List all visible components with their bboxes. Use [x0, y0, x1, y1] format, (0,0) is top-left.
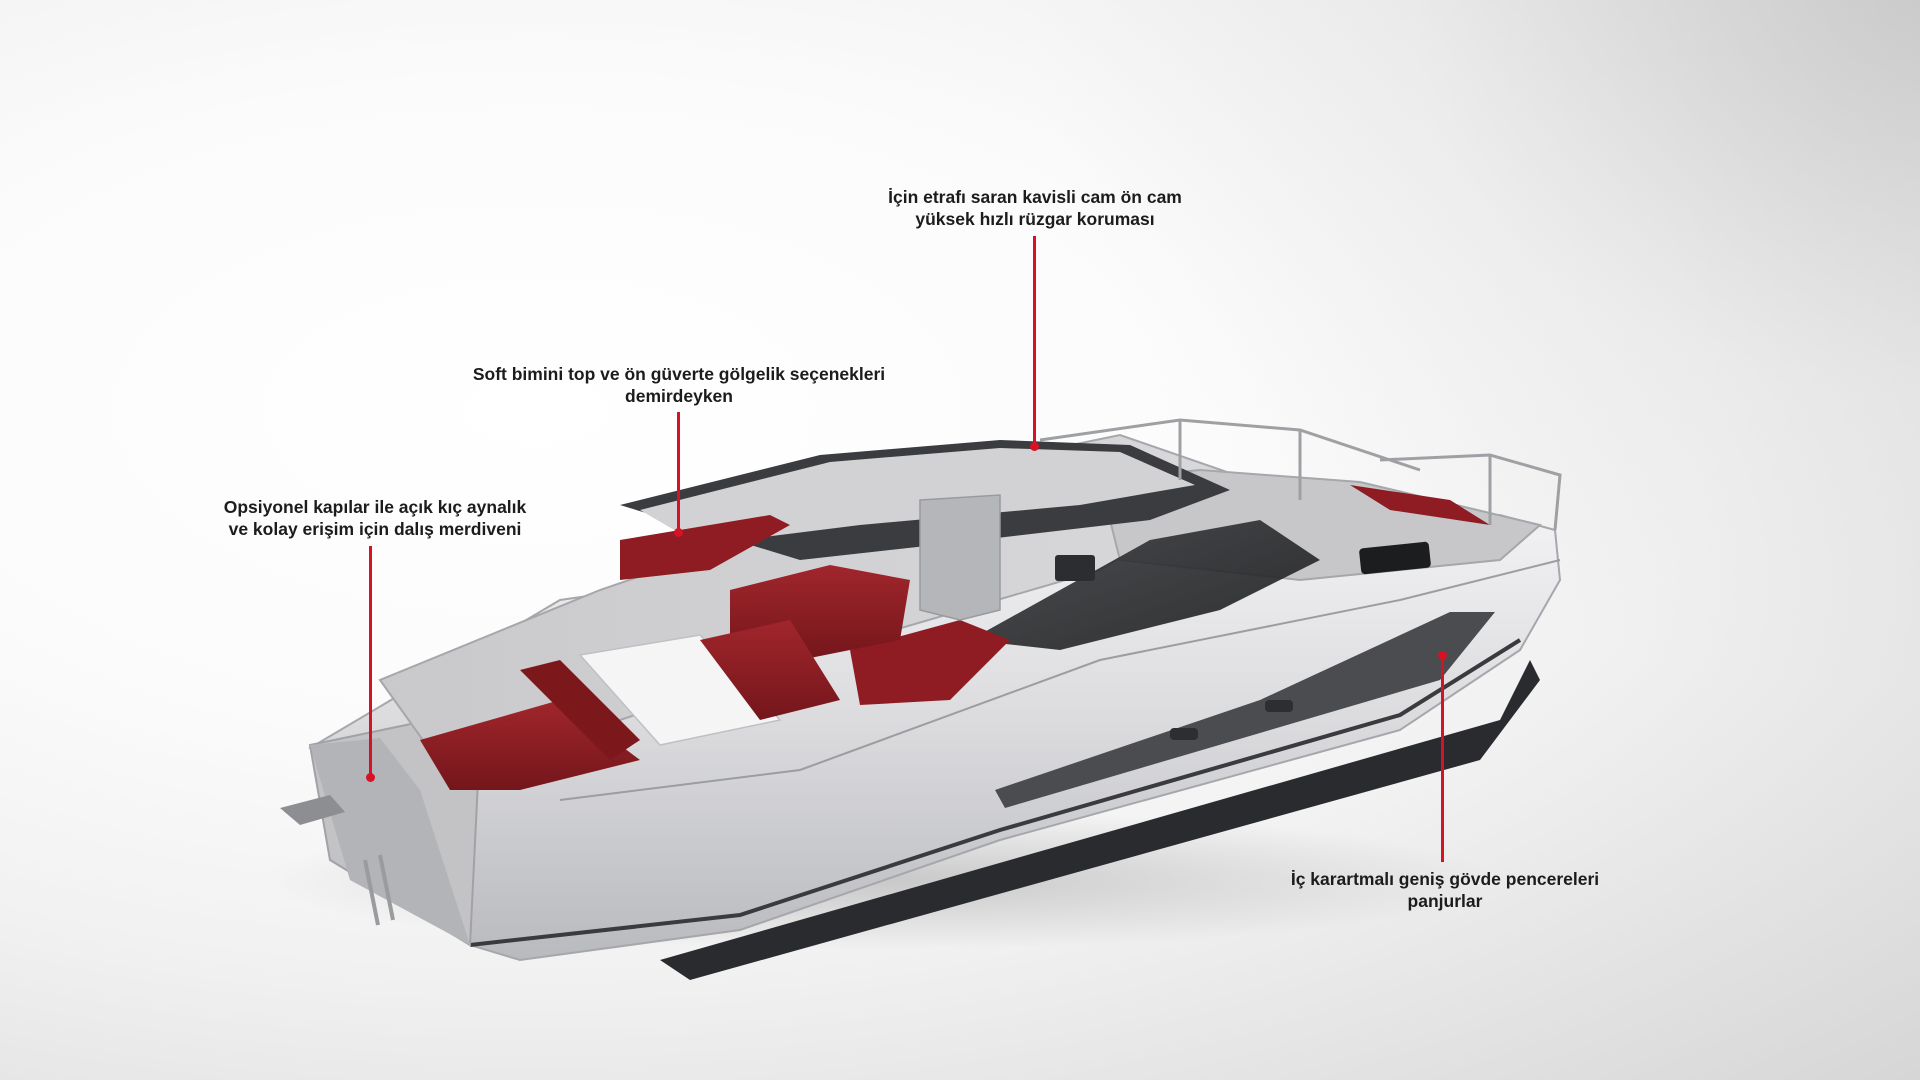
- callout-bimini-line: [677, 412, 680, 534]
- callout-hull-windows-line1: İç karartmalı geniş gövde pencereleri: [1290, 869, 1600, 889]
- helm-display: [1055, 555, 1095, 581]
- callout-transom-line1: Opsiyonel kapılar ile açık kıç aynalık: [223, 497, 527, 517]
- bow-rail-2: [1379, 453, 1562, 531]
- bow-rail-1: [1039, 418, 1421, 472]
- callout-windshield-line2: yüksek hızlı rüzgar koruması: [915, 209, 1155, 229]
- cockpit-table: [578, 634, 782, 746]
- dive-ladder-rail-1: [363, 859, 380, 926]
- helm-console: [919, 494, 1001, 621]
- callout-hull-windows-line: [1441, 657, 1444, 862]
- dive-ladder-rail-2: [378, 854, 395, 921]
- callout-windshield: İçin etrafı saran kavisli cam ön cam yük…: [835, 186, 1235, 230]
- callout-transom: Opsiyonel kapılar ile açık kıç aynalık v…: [200, 496, 550, 540]
- side-seat: [700, 620, 840, 720]
- callout-bimini: Soft bimini top ve ön güverte gölgelik s…: [449, 363, 909, 407]
- bow-cushion: [1350, 485, 1490, 525]
- callout-hull-windows-line2: panjurlar: [1407, 891, 1483, 911]
- callout-transom-line: [369, 546, 372, 779]
- hull-port-1: [1170, 728, 1198, 740]
- hull-window: [995, 612, 1495, 808]
- keel: [660, 660, 1540, 980]
- callout-bimini-line2: demirdeyken: [625, 386, 733, 406]
- callout-windshield-line: [1033, 236, 1036, 448]
- swim-platform: [310, 738, 470, 945]
- callout-windshield-line1: İçin etrafı saran kavisli cam ön cam: [888, 187, 1182, 207]
- callout-bimini-line1: Soft bimini top ve ön güverte gölgelik s…: [472, 364, 886, 384]
- callout-transom-line2: ve kolay erişim için dalış merdiveni: [228, 519, 522, 539]
- hull-chine-line: [469, 638, 1522, 947]
- aft-backrest: [520, 660, 640, 760]
- callout-transom-dot: [366, 773, 375, 782]
- bimini-panel-aft: [620, 515, 790, 580]
- callout-windshield-dot: [1030, 442, 1039, 451]
- windshield: [970, 520, 1320, 650]
- hull-crease: [559, 559, 1561, 801]
- deck-hatch: [1359, 541, 1431, 575]
- callout-hull-windows: İç karartmalı geniş gövde pencereleri pa…: [1270, 868, 1620, 912]
- hull-port-2: [1265, 700, 1293, 712]
- callout-bimini-dot: [674, 528, 683, 537]
- callout-hull-windows-dot: [1438, 651, 1447, 660]
- stern-hardware: [280, 795, 345, 825]
